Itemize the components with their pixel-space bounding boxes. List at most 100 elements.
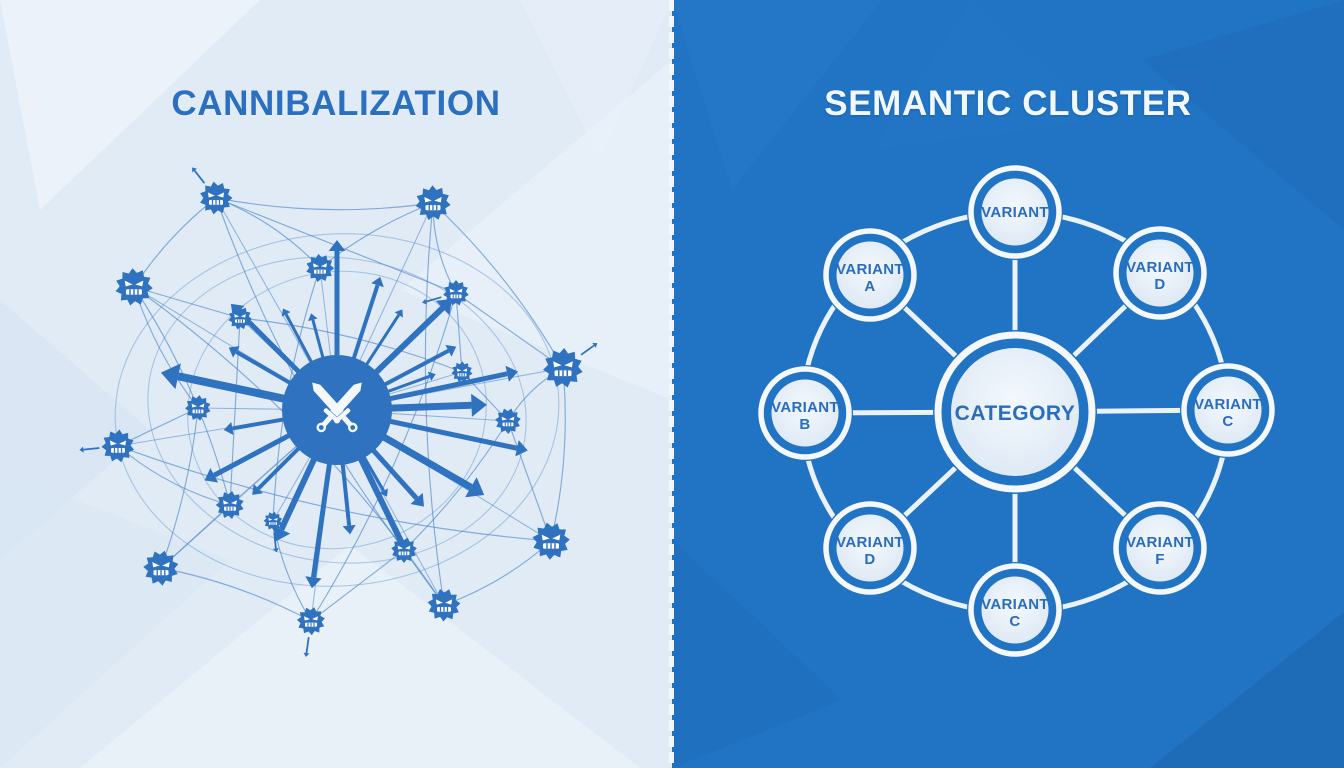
angry-eye (552, 534, 561, 541)
virus-node (532, 522, 570, 560)
variant-letter: B (799, 416, 810, 433)
node-link (215, 197, 434, 211)
virus-node (391, 537, 417, 563)
angry-eye (424, 197, 432, 203)
angry-eye (240, 314, 246, 318)
variant-letter: A (864, 278, 875, 295)
virus-node (143, 550, 179, 586)
escape-arrow (79, 446, 100, 453)
node-link (239, 317, 463, 373)
angry-eye (191, 403, 198, 408)
angry-eye (304, 616, 311, 621)
angry-eye (456, 288, 463, 293)
background-facet (1150, 612, 1344, 768)
variant-letter: D (1154, 276, 1165, 293)
virus-node (200, 181, 233, 215)
conflict-arrow (281, 308, 317, 370)
variant-label: VARIANT (1126, 259, 1194, 276)
angry-eye (217, 192, 225, 198)
node-link (443, 540, 552, 606)
node-link (403, 420, 509, 551)
variant-letter: D (864, 551, 875, 568)
angry-eye (501, 416, 508, 421)
angry-eye (119, 440, 127, 446)
orbit-arc (114, 233, 560, 587)
angry-eye (230, 500, 237, 505)
node-link (133, 286, 199, 409)
conflict-arrow (252, 441, 306, 495)
angry-eye (273, 517, 278, 521)
virus-node (263, 511, 283, 531)
conflict-arrow (382, 365, 518, 403)
angry-eye (223, 500, 230, 505)
escape-arrow (580, 343, 598, 356)
variant-label: VARIANT (981, 204, 1049, 221)
angry-eye (397, 545, 404, 550)
node-link (133, 197, 217, 288)
angry-eye (162, 562, 170, 568)
category-label: CATEGORY (955, 402, 1076, 425)
virus-node (306, 253, 335, 282)
conflict-arrow (361, 309, 403, 372)
conflict-arrow (228, 346, 298, 389)
angry-eye (564, 361, 573, 368)
conflict-arrow (377, 344, 457, 390)
escape-arrow (272, 532, 279, 553)
angry-eye (109, 440, 117, 446)
variant-label: VARIANT (836, 261, 904, 278)
background-facet (1142, 0, 1344, 230)
background-facet (520, 0, 672, 160)
escape-arrow (192, 167, 206, 184)
virus-node (543, 348, 583, 388)
dashed-divider (669, 0, 674, 768)
variant-label: VARIANT (1126, 534, 1194, 551)
angry-eye (320, 263, 327, 268)
node-link (160, 407, 199, 569)
crossed-swords-icon (312, 382, 362, 433)
angry-eye (553, 361, 562, 368)
virus-node (443, 280, 469, 306)
angry-eye (198, 403, 205, 408)
node-link (160, 567, 312, 622)
virus-node (495, 408, 521, 434)
cannibalization-diagram (0, 0, 672, 768)
angry-eye (234, 314, 240, 318)
variant-node: VARIANT (967, 164, 1063, 260)
virus-node (296, 607, 325, 636)
background-facet (0, 470, 230, 768)
category-node: CATEGORY (933, 330, 1097, 494)
variant-letter: C (1009, 613, 1020, 630)
background-facet (672, 540, 842, 768)
angry-eye (313, 263, 320, 268)
virus-node (228, 306, 252, 330)
conflict-arrow (366, 443, 424, 507)
angry-eye (434, 197, 442, 203)
angry-eye (135, 280, 144, 287)
conflict-arrow (272, 451, 320, 542)
escape-arrow (303, 637, 310, 658)
virus-node (451, 361, 473, 383)
node-link (432, 202, 564, 369)
virus-node (427, 589, 461, 622)
background-facet (872, 0, 1102, 150)
virus-node (215, 491, 244, 519)
conflict-arrow (383, 393, 487, 417)
variant-label: VARIANT (981, 596, 1049, 613)
virus-node (115, 268, 153, 306)
node-link (319, 202, 434, 269)
variant-label: VARIANT (771, 399, 839, 416)
virus-node (101, 429, 135, 463)
cannibalization-title: CANNIBALIZATION (171, 84, 501, 123)
angry-eye (541, 534, 550, 541)
background-facet (80, 545, 640, 768)
conflict-arrow (349, 276, 384, 366)
orbit-arc (147, 256, 527, 564)
conflict-arrow (380, 371, 436, 396)
conflict-arrow (382, 417, 528, 457)
